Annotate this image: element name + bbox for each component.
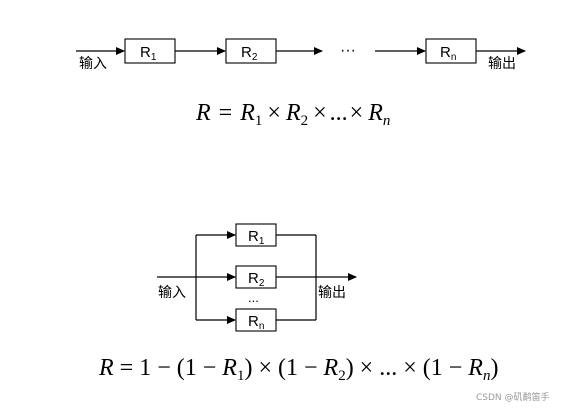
parallel-output-label: 输出 (318, 284, 346, 300)
series-diagram: R1 R2 ··· Rn 输入 输出 (76, 38, 526, 71)
series-block-r2 (225, 38, 277, 64)
series-formula: R=R1×R2×...×Rn (195, 100, 390, 129)
parallel-formula: R= 1 − (1 − R1) × (1 − R2) × ... × (1 − … (98, 355, 498, 384)
series-block-r1-label: R1 (140, 44, 157, 63)
series-block-rn-label: Rn (440, 44, 456, 63)
series-block-r2-label: R2 (241, 44, 258, 63)
series-ellipsis: ··· (340, 42, 356, 59)
parallel-ellipsis: ... (248, 290, 259, 305)
series-input-label: 输入 (79, 55, 107, 71)
parallel-block-rn-label: Rn (248, 313, 264, 332)
parallel-block-r1-label: R1 (248, 228, 265, 247)
parallel-input-label: 输入 (158, 284, 186, 300)
parallel-diagram: R1 R2 ... Rn 输入 输出 (157, 223, 357, 332)
watermark: CSDN @矶鹬笛手 (476, 391, 550, 403)
series-output-label: 输出 (488, 55, 516, 71)
parallel-block-r2-label: R2 (248, 270, 265, 289)
